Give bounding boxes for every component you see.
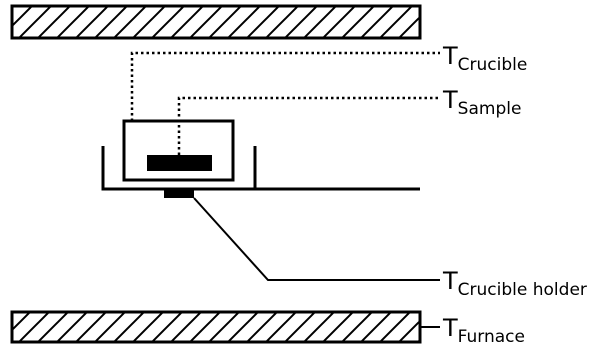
label-t-furnace: TFurnace <box>442 314 525 347</box>
sample-leader-line <box>177 96 440 155</box>
label-t-crucible: TCrucible <box>442 42 527 75</box>
crucible-holder-leader-line <box>193 197 440 281</box>
crucible-holder <box>101 146 420 191</box>
crucible <box>122 119 235 182</box>
furnace-wall-bottom <box>10 310 422 344</box>
crucible-leader-line <box>130 51 440 121</box>
label-t-crucible-holder: TCrucible holder <box>442 267 587 300</box>
label-t-sample: TSample <box>442 86 521 119</box>
sample <box>147 155 212 171</box>
holder-thermocouple <box>164 189 194 198</box>
furnace-wall-top <box>10 4 422 40</box>
